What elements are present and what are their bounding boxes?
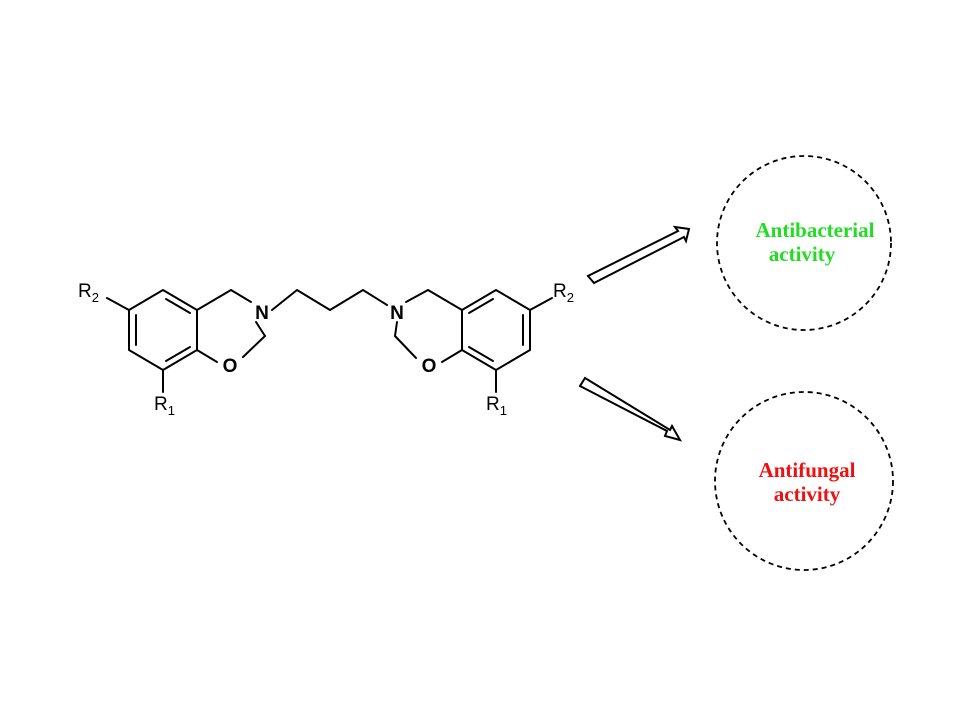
antibacterial-dashed-circle bbox=[716, 155, 892, 331]
left-benzoxazine-unit: N O R2 R1 bbox=[78, 281, 269, 418]
left-nitrogen-label: N bbox=[255, 303, 269, 324]
arrow-to-antibacterial bbox=[586, 225, 691, 285]
right-benzoxazine-unit: N O R2 R1 bbox=[390, 281, 574, 418]
antifungal-label-line2: activity bbox=[774, 482, 841, 506]
arrow-to-antifungal bbox=[578, 376, 683, 442]
left-benzene-ring bbox=[128, 289, 198, 371]
antifungal-dashed-circle bbox=[714, 391, 894, 571]
right-oxazine-ring bbox=[394, 289, 463, 363]
right-nitrogen-label: N bbox=[390, 303, 404, 324]
left-r1-label: R1 bbox=[154, 394, 175, 418]
left-oxygen-label: O bbox=[223, 356, 238, 377]
propyl-linker bbox=[271, 289, 388, 311]
antibacterial-label-line1: Antibacterial bbox=[756, 218, 875, 242]
right-r2-bond bbox=[529, 297, 553, 311]
right-benzene-ring bbox=[461, 289, 531, 371]
left-oxazine-ring bbox=[196, 289, 266, 363]
left-r2-bond bbox=[106, 297, 130, 311]
antibacterial-target: Antibacterial activity bbox=[716, 155, 892, 331]
right-r2-label: R2 bbox=[553, 281, 574, 305]
right-r1-label: R1 bbox=[486, 394, 507, 418]
antifungal-label-line1: Antifungal bbox=[759, 458, 856, 482]
left-r2-label: R2 bbox=[78, 281, 99, 305]
right-oxygen-label: O bbox=[422, 356, 437, 377]
antifungal-target: Antifungal activity bbox=[714, 391, 894, 571]
antibacterial-label-line2: activity bbox=[769, 242, 836, 266]
